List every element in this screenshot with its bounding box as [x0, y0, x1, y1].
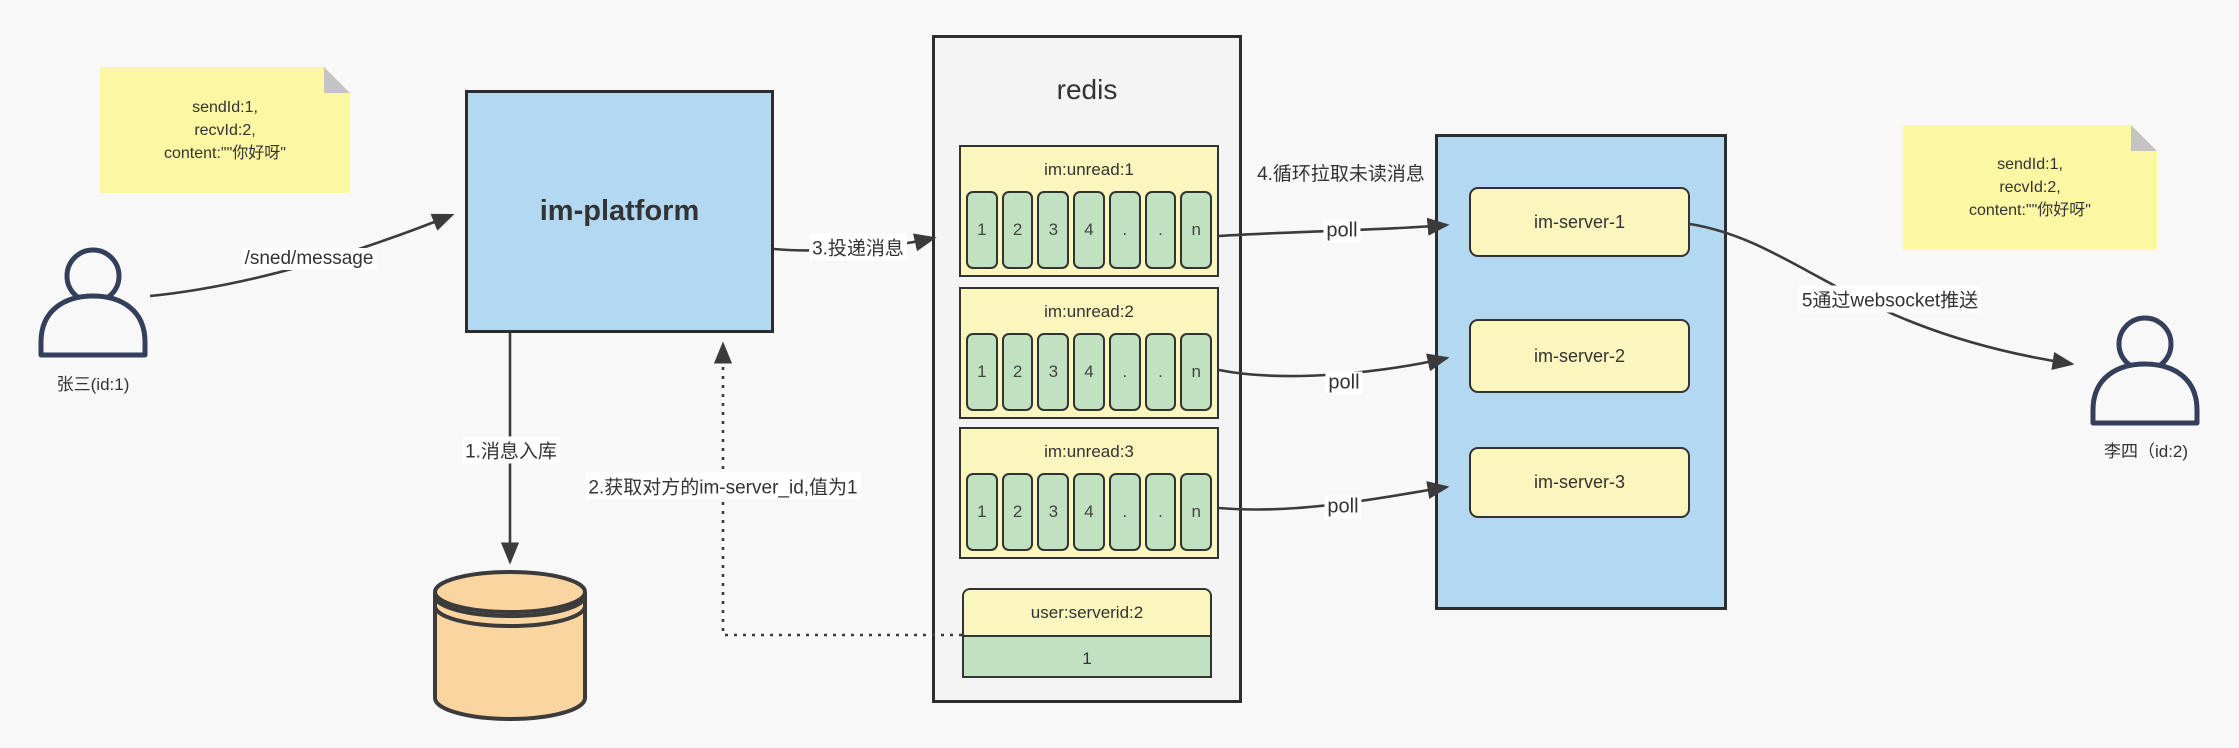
edge-label-poll-2: poll [1325, 371, 1363, 395]
receiver-user-icon [2093, 318, 2197, 423]
queue-name: im:unread:2 [1044, 302, 1134, 321]
queue-cell: 2 [1001, 333, 1034, 411]
edge-label-step4: 4.循环拉取未读消息 [1257, 164, 1425, 185]
note-line-content: content:""你好呀" [1969, 202, 2091, 219]
note-fold-icon [2131, 125, 2157, 151]
queue-im-unread-3: im:unread:3 1 2 3 4 . . n [959, 427, 1219, 559]
queue-cell: n [1180, 473, 1213, 551]
queue-cell: n [1180, 333, 1213, 411]
edge-label-step3: 3.投递消息 [809, 233, 907, 261]
queue-cell: 3 [1037, 191, 1070, 269]
edge-label-poll-1: poll [1323, 219, 1361, 243]
edge-label-poll-3: poll [1324, 495, 1362, 519]
redis-title: redis [1056, 74, 1118, 105]
note-line-recvid: recvId:2, [1999, 179, 2061, 196]
edge-label-step2: 2.获取对方的im-server_id,值为1 [585, 472, 861, 500]
im-server-3-box: im-server-3 [1469, 447, 1690, 518]
im-platform-label: im-platform [539, 195, 700, 227]
queue-cell: . [1144, 191, 1177, 269]
queue-cell: 4 [1073, 473, 1105, 551]
note-line-content: content:""你好呀" [164, 144, 286, 162]
queue-cells: 1 2 3 4 . . n [961, 333, 1217, 411]
recv-message-note: sendId:1, recvId:2, content:""你好呀" [1903, 125, 2157, 250]
queue-name: im:unread:3 [1044, 442, 1134, 461]
queue-cell: 1 [966, 473, 998, 551]
send-message-note: sendId:1, recvId:2, content:""你好呀" [100, 67, 350, 193]
note-line-sendid: sendId:1, [192, 98, 258, 116]
im-server-1-box: im-server-1 [1469, 187, 1690, 257]
edge-label-step1: 1.消息入库 [462, 436, 560, 464]
queue-cell: 4 [1073, 333, 1105, 411]
queue-cell: . [1108, 191, 1141, 269]
kv-value: 1 [1082, 649, 1092, 668]
queue-cells: 1 2 3 4 . . n [961, 191, 1217, 269]
sender-user-icon [41, 250, 145, 355]
queue-im-unread-2: im:unread:2 1 2 3 4 . . n [959, 287, 1219, 419]
queue-cell: n [1180, 191, 1213, 269]
queue-cell: 1 [966, 333, 998, 411]
queue-cell: 1 [966, 191, 998, 269]
im-platform-box: im-platform [465, 90, 774, 333]
queue-im-unread-1: im:unread:1 1 2 3 4 . . n [959, 145, 1219, 277]
sender-label: 张三(id:1) [56, 375, 130, 394]
im-server-2-box: im-server-2 [1469, 319, 1690, 393]
mysql-label: mysql [487, 653, 535, 673]
queue-cell: . [1144, 333, 1177, 411]
note-line-sendid: sendId:1, [1997, 156, 2063, 173]
queue-name: im:unread:1 [1044, 160, 1134, 179]
queue-cell: 3 [1037, 473, 1070, 551]
queue-cell: . [1108, 473, 1141, 551]
edge-label-send-api: /sned/message [241, 248, 377, 270]
kv-user-serverid: user:serverid:2 1 [962, 588, 1212, 678]
queue-cell: 3 [1037, 333, 1070, 411]
queue-cell: 2 [1001, 473, 1034, 551]
queue-cell: 2 [1001, 191, 1034, 269]
kv-key: user:serverid:2 [964, 590, 1210, 637]
queue-cell: . [1108, 333, 1141, 411]
queue-cells: 1 2 3 4 . . n [961, 473, 1217, 551]
receiver-label: 李四（id:2) [2103, 442, 2189, 461]
note-line-recvid: recvId:2, [194, 121, 256, 139]
queue-cell: 4 [1073, 191, 1105, 269]
edge-label-step5: 5通过websocket推送 [1798, 285, 1982, 313]
queue-cell: . [1144, 473, 1177, 551]
mysql-cylinder-icon [433, 570, 587, 721]
note-fold-icon [324, 67, 350, 93]
